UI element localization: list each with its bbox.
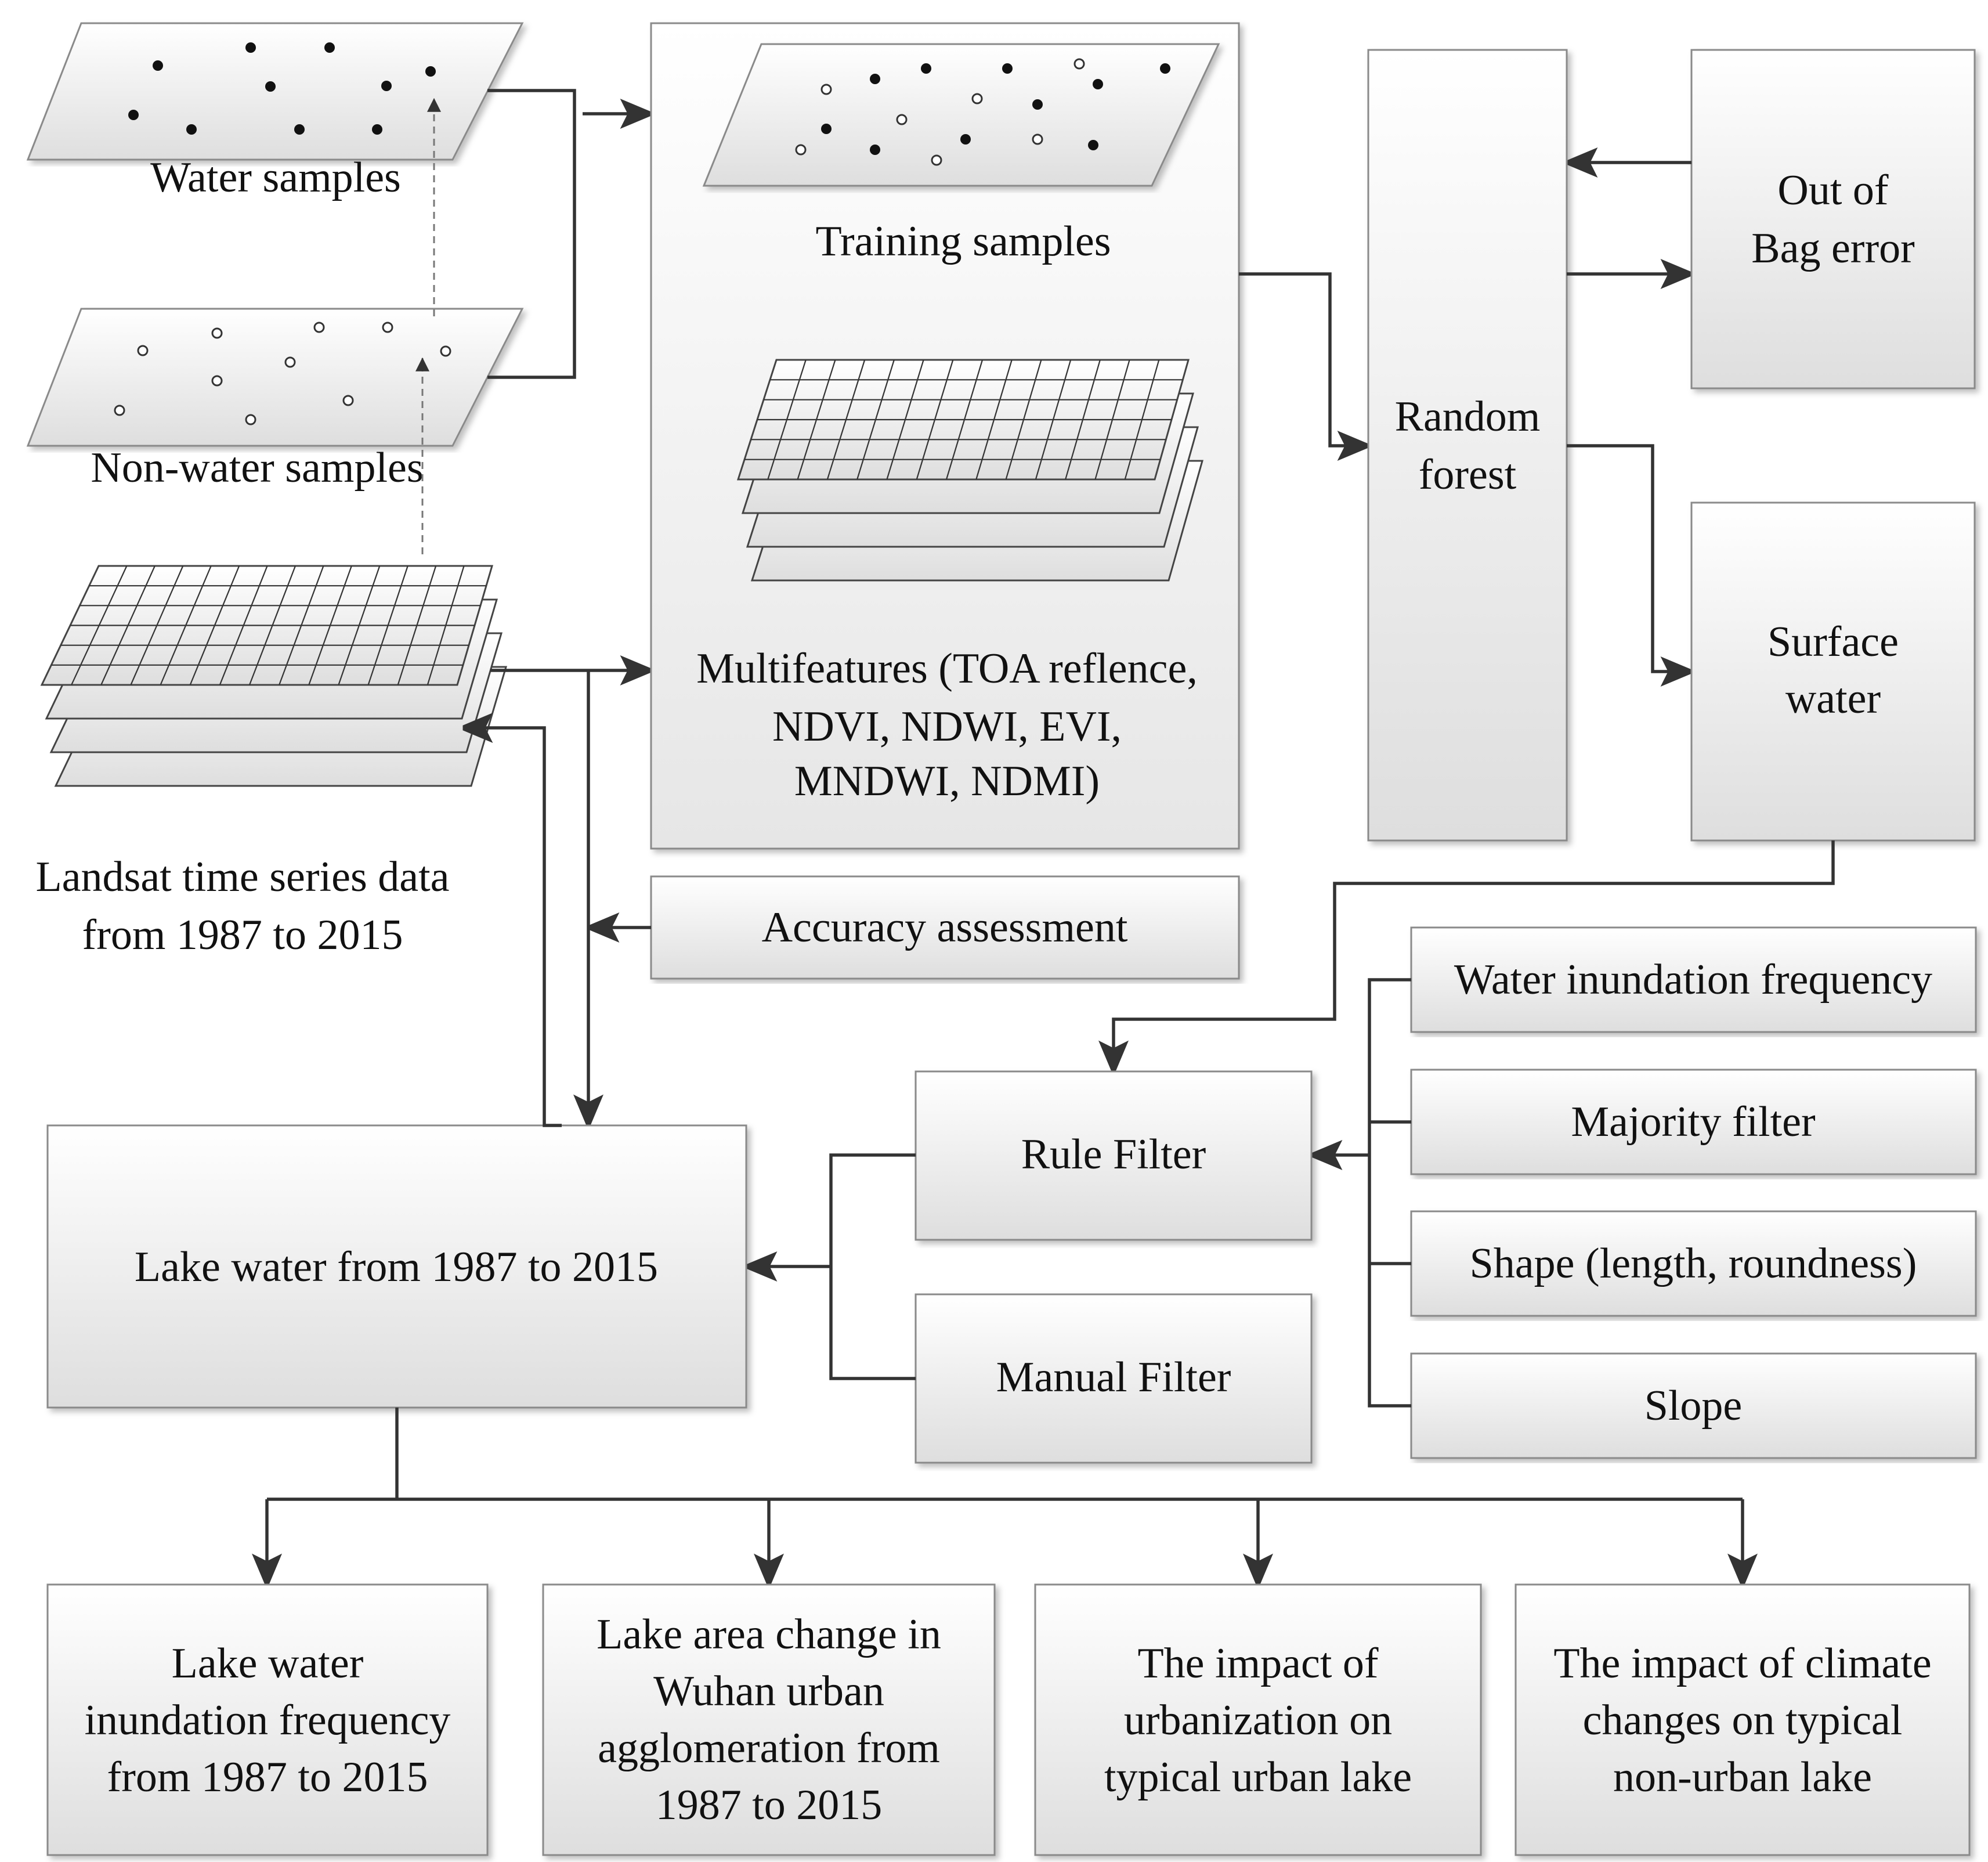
multifeatures-label-line3: MNDWI, NDMI) xyxy=(794,757,1100,805)
landsat-label-line1: Landsat time series data xyxy=(35,853,449,901)
non-water-samples-plane xyxy=(26,308,524,447)
output-box-climate-impact xyxy=(1515,1583,1971,1856)
surface-water-box xyxy=(1690,501,1976,842)
surface-water-label-line2: water xyxy=(1785,675,1881,723)
output-label-inundation-frequency-1: Lake water xyxy=(172,1640,364,1687)
rule-filter-label: Rule Filter xyxy=(1021,1131,1206,1178)
rule-majority-filter-label: Majority filter xyxy=(1571,1098,1815,1146)
output-label-climate-impact-3: non-urban lake xyxy=(1613,1753,1872,1801)
random-forest-label-line2: forest xyxy=(1419,451,1517,499)
random-forest-box xyxy=(1367,49,1568,842)
multifeatures-label-line1: Multifeatures (TOA reflence, xyxy=(696,645,1198,692)
training-samples-plane xyxy=(702,43,1220,187)
surface-water-label-line1: Surface xyxy=(1767,618,1899,666)
rule-filter-box xyxy=(915,1070,1313,1241)
output-label-inundation-frequency-3: from 1987 to 2015 xyxy=(107,1753,428,1801)
training-samples-label: Training samples xyxy=(815,218,1111,265)
water-samples-plane xyxy=(26,22,524,161)
water-samples-label: Water samples xyxy=(150,154,401,201)
rule-water-inundation-frequency-label: Water inundation frequency xyxy=(1454,956,1932,1004)
accuracy-assessment-label: Accuracy assessment xyxy=(762,904,1128,951)
rule-majority-filter-box xyxy=(1410,1069,1977,1175)
out-of-bag-error-label-line1: Out of xyxy=(1777,167,1889,214)
lake-water-label: Lake water from 1987 to 2015 xyxy=(135,1243,658,1291)
output-box-inundation-frequency xyxy=(46,1583,489,1856)
output-box-lake-area-change xyxy=(542,1583,996,1856)
connectors xyxy=(252,89,1835,1584)
lake-water-box xyxy=(46,1124,747,1409)
out-of-bag-error-box xyxy=(1690,49,1976,389)
rule-shape-label: Shape (length, roundness) xyxy=(1470,1240,1917,1287)
rule-shape-box xyxy=(1410,1210,1977,1317)
landsat-image-stack xyxy=(40,565,508,787)
landsat-label-line2: from 1987 to 2015 xyxy=(82,911,403,959)
multifeatures-label-line2: NDVI, NDWI, EVI, xyxy=(772,703,1122,750)
rule-slope-label: Slope xyxy=(1644,1382,1743,1430)
manual-filter-box xyxy=(915,1293,1313,1464)
rule-water-inundation-frequency-box xyxy=(1410,926,1977,1033)
rule-slope-box xyxy=(1410,1352,1977,1459)
manual-filter-label: Manual Filter xyxy=(996,1354,1231,1401)
output-label-lake-area-change-2: Wuhan urban xyxy=(653,1668,884,1715)
output-label-urbanization-impact-3: typical urban lake xyxy=(1104,1753,1412,1801)
output-label-inundation-frequency-2: inundation frequency xyxy=(85,1697,451,1744)
output-label-lake-area-change-1: Lake area change in xyxy=(597,1611,941,1658)
non-water-samples-label: Non-water samples xyxy=(91,444,423,492)
output-label-urbanization-impact-2: urbanization on xyxy=(1124,1697,1392,1744)
out-of-bag-error-label-line2: Bag error xyxy=(1751,225,1914,272)
output-label-urbanization-impact-1: The impact of xyxy=(1137,1640,1378,1687)
accuracy-assessment-box xyxy=(650,875,1240,980)
output-label-lake-area-change-4: 1987 to 2015 xyxy=(656,1781,883,1829)
output-label-climate-impact-1: The impact of climate xyxy=(1553,1640,1931,1687)
multifeature-image-stack xyxy=(736,359,1203,582)
random-forest-label-line1: Random xyxy=(1395,393,1541,441)
output-label-lake-area-change-3: agglomeration from xyxy=(598,1724,940,1772)
output-box-urbanization-impact xyxy=(1034,1583,1482,1856)
output-label-climate-impact-2: changes on typical xyxy=(1583,1697,1903,1744)
